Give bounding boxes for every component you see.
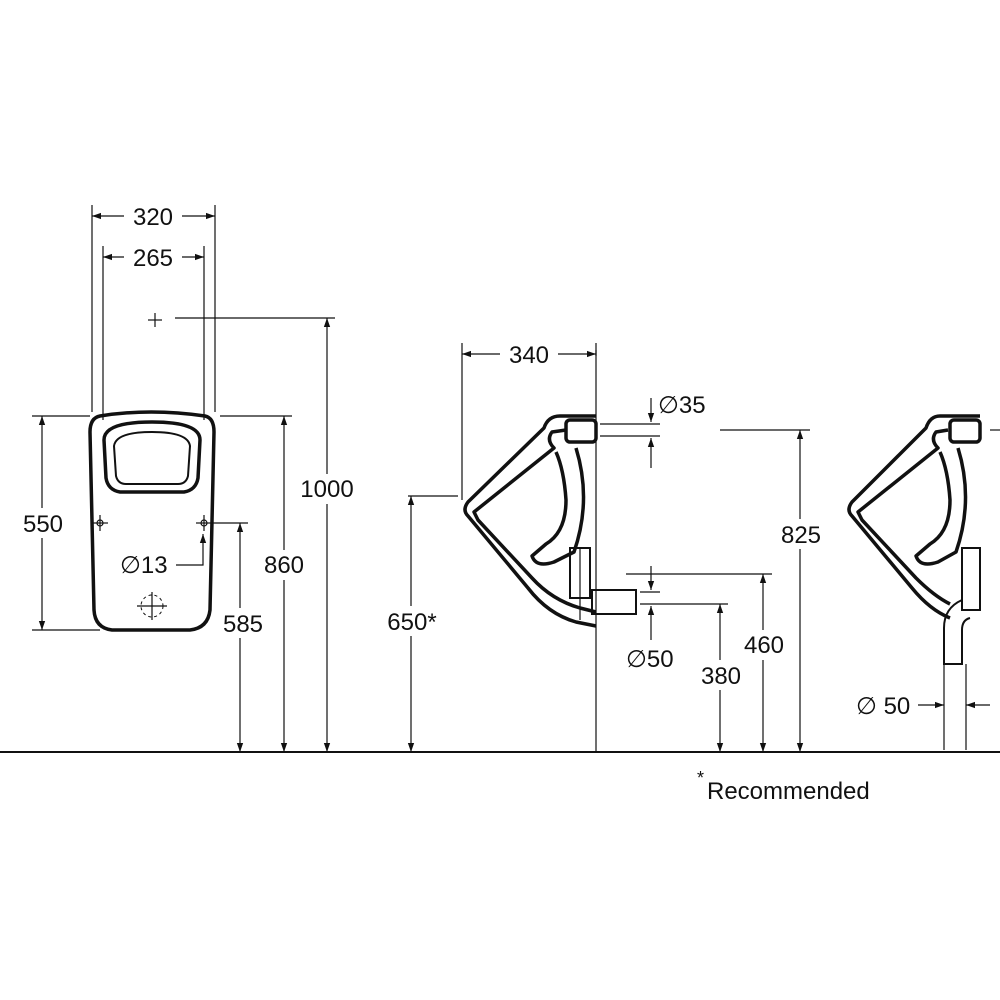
dim-diameter-35: ∅35 xyxy=(658,392,706,419)
side-view-bowl-inner xyxy=(472,428,597,614)
front-view-waste-outlet xyxy=(137,592,167,620)
dim-380: 380 xyxy=(701,663,741,690)
dim-460: 460 xyxy=(744,632,784,659)
side-view-inlet-fitting xyxy=(564,418,598,444)
dim-585: 585 xyxy=(223,611,263,638)
side-view-bowl-curve xyxy=(530,447,586,566)
alt-side-view-trap xyxy=(961,547,981,611)
footnote-asterisk: * xyxy=(697,768,704,788)
front-view-inlet-mark xyxy=(148,313,162,327)
dim-1000: 1000 xyxy=(300,476,353,503)
alt-side-view: ∅ 50 xyxy=(847,414,1000,750)
side-view-waste-pipe xyxy=(591,589,637,615)
side-view: 340 ∅35 650* ∅50 380 460 825 xyxy=(380,338,828,752)
alt-side-view-bowl-inner xyxy=(856,428,951,606)
footnote-text: Recommended xyxy=(707,778,870,805)
dim-860: 860 xyxy=(264,552,304,579)
alt-side-view-inlet-fitting xyxy=(948,418,982,444)
dim-diameter-13: ∅13 xyxy=(120,552,168,579)
side-view-body-outline xyxy=(463,414,597,628)
alt-side-view-body-outline xyxy=(847,414,980,620)
dim-550: 550 xyxy=(23,511,63,538)
fixing-point-right xyxy=(196,515,212,531)
dim-320: 320 xyxy=(133,204,173,231)
front-view-bowl-rim xyxy=(102,420,202,494)
footnote: * Recommended xyxy=(697,768,870,805)
dim-340: 340 xyxy=(509,342,549,369)
front-view-bowl-inner xyxy=(112,430,192,485)
dim-diameter-50-side: ∅50 xyxy=(626,646,674,673)
front-view: 320 265 550 ∅13 585 860 1000 xyxy=(14,200,359,752)
alt-side-view-waste-pipe xyxy=(943,599,971,665)
dim-diameter-50-right: ∅ 50 xyxy=(856,693,910,720)
fixing-point-left xyxy=(92,515,108,531)
front-view-body-outline xyxy=(88,410,216,632)
dim-265: 265 xyxy=(133,245,173,272)
dim-825: 825 xyxy=(781,522,821,549)
alt-side-view-bowl-curve xyxy=(914,447,968,566)
dim-650-recommended: 650* xyxy=(387,609,436,636)
